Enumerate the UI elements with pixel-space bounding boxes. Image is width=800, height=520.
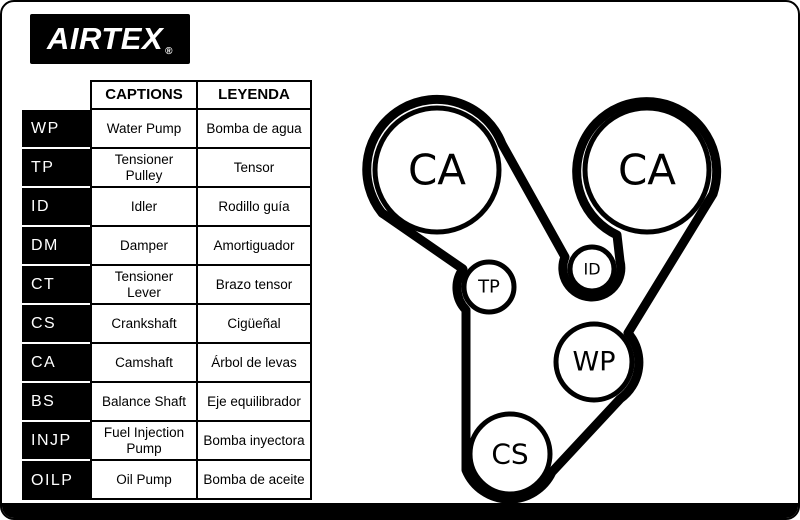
abbr-cell: TP: [22, 149, 90, 188]
leyenda-cell: Amortiguador: [198, 227, 312, 266]
pulley-cs-label: CS: [491, 438, 528, 471]
leyenda-cell: Cigüeñal: [198, 305, 312, 344]
leyenda-cell: Bomba de aceite: [198, 461, 312, 500]
airtex-logo: AIRTEX®: [30, 14, 190, 64]
footer-bar: [2, 503, 798, 518]
pulley-tp-label: TP: [477, 277, 500, 298]
abbr-cell: OILP: [22, 461, 90, 500]
timing-belt: [362, 94, 722, 504]
pulley-id-circle: [567, 244, 617, 294]
caption-cell: Tensioner Pulley: [90, 149, 198, 188]
pulley-ca-label: CA: [618, 146, 676, 195]
caption-cell: Fuel Injection Pump: [90, 422, 198, 461]
leyenda-cell: Bomba de agua: [198, 110, 312, 149]
leyenda-cell: Bomba inyectora: [198, 422, 312, 461]
abbr-cell: CA: [22, 344, 90, 383]
leyenda-cell: Tensor: [198, 149, 312, 188]
airtex-logo-text: AIRTEX: [47, 21, 164, 56]
pulley-ca-label: CA: [408, 146, 466, 195]
registered-trademark-symbol: ®: [165, 46, 173, 57]
pulley-tp-circle: [461, 259, 517, 315]
captions-header: CAPTIONS: [90, 80, 198, 110]
caption-cell: Tensioner Lever: [90, 266, 198, 305]
pulley-wp-label: WP: [573, 347, 616, 378]
leyenda-cell: Árbol de levas: [198, 344, 312, 383]
pulley-wp-circle: [553, 321, 635, 403]
pulley-ca-circle: [372, 105, 502, 235]
abbr-cell: INJP: [22, 422, 90, 461]
leyenda-cell: Rodillo guía: [198, 188, 312, 227]
caption-cell: Idler: [90, 188, 198, 227]
pulley-ca-circle: [582, 105, 712, 235]
abbr-cell: DM: [22, 227, 90, 266]
caption-cell: Oil Pump: [90, 461, 198, 500]
table-corner-cell: [22, 80, 90, 110]
caption-cell: Balance Shaft: [90, 383, 198, 422]
caption-cell: Crankshaft: [90, 305, 198, 344]
abbr-cell: WP: [22, 110, 90, 149]
caption-cell: Damper: [90, 227, 198, 266]
abbr-cell: CT: [22, 266, 90, 305]
leyenda-cell: Brazo tensor: [198, 266, 312, 305]
pulley-cs-circle: [467, 411, 553, 497]
abbr-cell: BS: [22, 383, 90, 422]
abbr-cell: ID: [22, 188, 90, 227]
leyenda-cell: Eje equilibrador: [198, 383, 312, 422]
abbr-cell: CS: [22, 305, 90, 344]
leyenda-header: LEYENDA: [198, 80, 312, 110]
caption-cell: Camshaft: [90, 344, 198, 383]
pulley-id-label: ID: [583, 260, 600, 279]
caption-cell: Water Pump: [90, 110, 198, 149]
